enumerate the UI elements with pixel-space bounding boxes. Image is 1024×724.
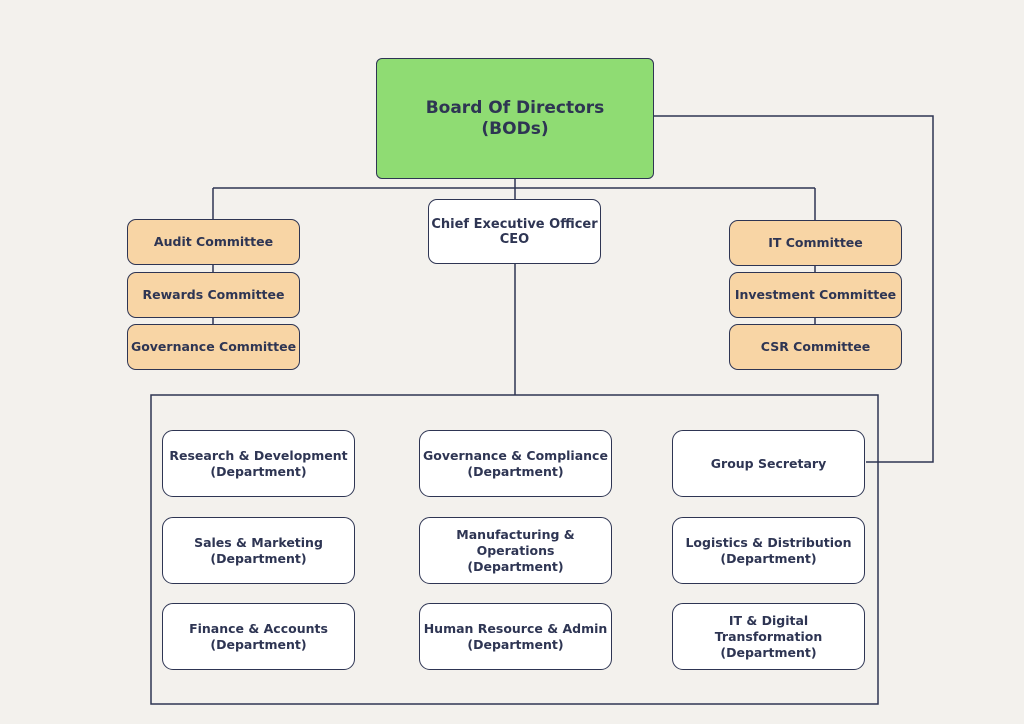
ceo-box[interactable]: Chief Executive Officer CEO bbox=[428, 199, 601, 264]
it-digital-transformation-box[interactable]: IT & Digital Transformation (Department) bbox=[672, 603, 865, 670]
committee-label: Governance Committee bbox=[130, 339, 297, 354]
human-resource-admin-box[interactable]: Human Resource & Admin (Department) bbox=[419, 603, 612, 670]
department-name: Research & Development bbox=[169, 447, 348, 463]
department-type: (Department) bbox=[210, 636, 307, 652]
department-type: (Department) bbox=[720, 644, 817, 660]
department-name: Manufacturing & Operations bbox=[456, 526, 575, 558]
committee-label: IT Committee bbox=[768, 235, 863, 250]
committee-label: Rewards Committee bbox=[142, 287, 285, 302]
research-development-box[interactable]: Research & Development (Department) bbox=[162, 430, 355, 497]
committee-label: Audit Committee bbox=[153, 234, 274, 249]
department-name: Finance & Accounts bbox=[189, 620, 328, 636]
group-secretary-box[interactable]: Group Secretary bbox=[672, 430, 865, 497]
department-type: (Department) bbox=[210, 550, 307, 566]
department-name: Sales & Marketing bbox=[194, 534, 323, 550]
finance-accounts-box[interactable]: Finance & Accounts (Department) bbox=[162, 603, 355, 670]
department-type: (Department) bbox=[720, 550, 817, 566]
sales-marketing-box[interactable]: Sales & Marketing (Department) bbox=[162, 517, 355, 584]
board-abbreviation: (BODs) bbox=[481, 118, 549, 139]
department-type: (Department) bbox=[210, 463, 307, 479]
rewards-committee-box[interactable]: Rewards Committee bbox=[127, 272, 300, 318]
it-committee-box[interactable]: IT Committee bbox=[729, 220, 902, 266]
investment-committee-box[interactable]: Investment Committee bbox=[729, 272, 902, 318]
csr-committee-box[interactable]: CSR Committee bbox=[729, 324, 902, 370]
audit-committee-box[interactable]: Audit Committee bbox=[127, 219, 300, 265]
department-name: Logistics & Distribution bbox=[685, 534, 852, 550]
department-frame bbox=[150, 394, 879, 705]
ceo-abbreviation: CEO bbox=[499, 231, 530, 247]
committee-label: Investment Committee bbox=[734, 287, 897, 302]
logistics-distribution-box[interactable]: Logistics & Distribution (Department) bbox=[672, 517, 865, 584]
department-name: Human Resource & Admin bbox=[423, 620, 608, 636]
department-type: (Department) bbox=[467, 558, 564, 574]
department-name: Group Secretary bbox=[710, 455, 827, 471]
board-of-directors-box[interactable]: Board Of Directors (BODs) bbox=[376, 58, 654, 179]
board-title: Board Of Directors bbox=[425, 97, 605, 118]
department-type: (Department) bbox=[467, 463, 564, 479]
committee-label: CSR Committee bbox=[760, 339, 871, 354]
department-type: (Department) bbox=[467, 636, 564, 652]
connector-bod-secretary bbox=[654, 115, 934, 463]
ceo-title: Chief Executive Officer bbox=[431, 216, 598, 232]
governance-compliance-box[interactable]: Governance & Compliance (Department) bbox=[419, 430, 612, 497]
manufacturing-operations-box[interactable]: Manufacturing & Operations (Department) bbox=[419, 517, 612, 584]
department-name: IT & Digital Transformation bbox=[714, 612, 823, 644]
governance-committee-box[interactable]: Governance Committee bbox=[127, 324, 300, 370]
department-name: Governance & Compliance bbox=[423, 447, 608, 463]
